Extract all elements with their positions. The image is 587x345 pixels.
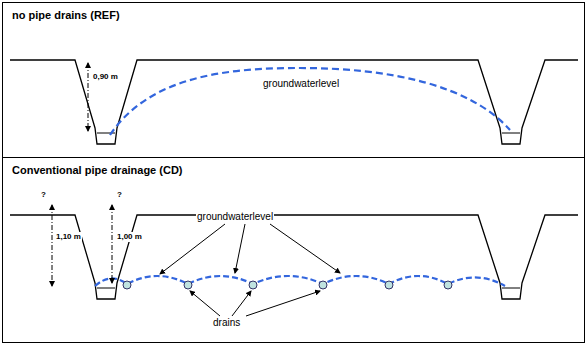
diagram-label: ?: [40, 190, 47, 200]
water-level: [97, 288, 115, 289]
depth-arrow: [112, 205, 113, 283]
ditch-profile: [10, 215, 578, 299]
depth-arrow: [88, 63, 89, 131]
panel-title: no pipe drains (REF): [12, 9, 120, 21]
water-level: [502, 133, 520, 134]
panel-title: Conventional pipe drainage (CD): [12, 164, 183, 176]
groundwater-curve: [110, 68, 510, 135]
diagram-label: 0,90 m: [92, 72, 119, 82]
drain-pipes: [123, 281, 452, 289]
depth-arrow: [52, 205, 53, 286]
water-level: [502, 288, 520, 289]
groundwater-curve: [95, 276, 505, 286]
leader-lines: [160, 224, 340, 316]
diagram-label: groundwaterlevel: [262, 78, 340, 90]
diagram-label: drains: [212, 317, 241, 329]
diagram-label: 1,10 m: [55, 232, 82, 242]
diagram-label: 1,00 m: [116, 232, 143, 242]
ditch-profile: [10, 60, 578, 144]
diagram-label: ?: [116, 190, 123, 200]
panel-band: Conventional pipe drainage (CD): [2, 157, 585, 343]
diagram-label: groundwaterlevel: [196, 211, 274, 223]
